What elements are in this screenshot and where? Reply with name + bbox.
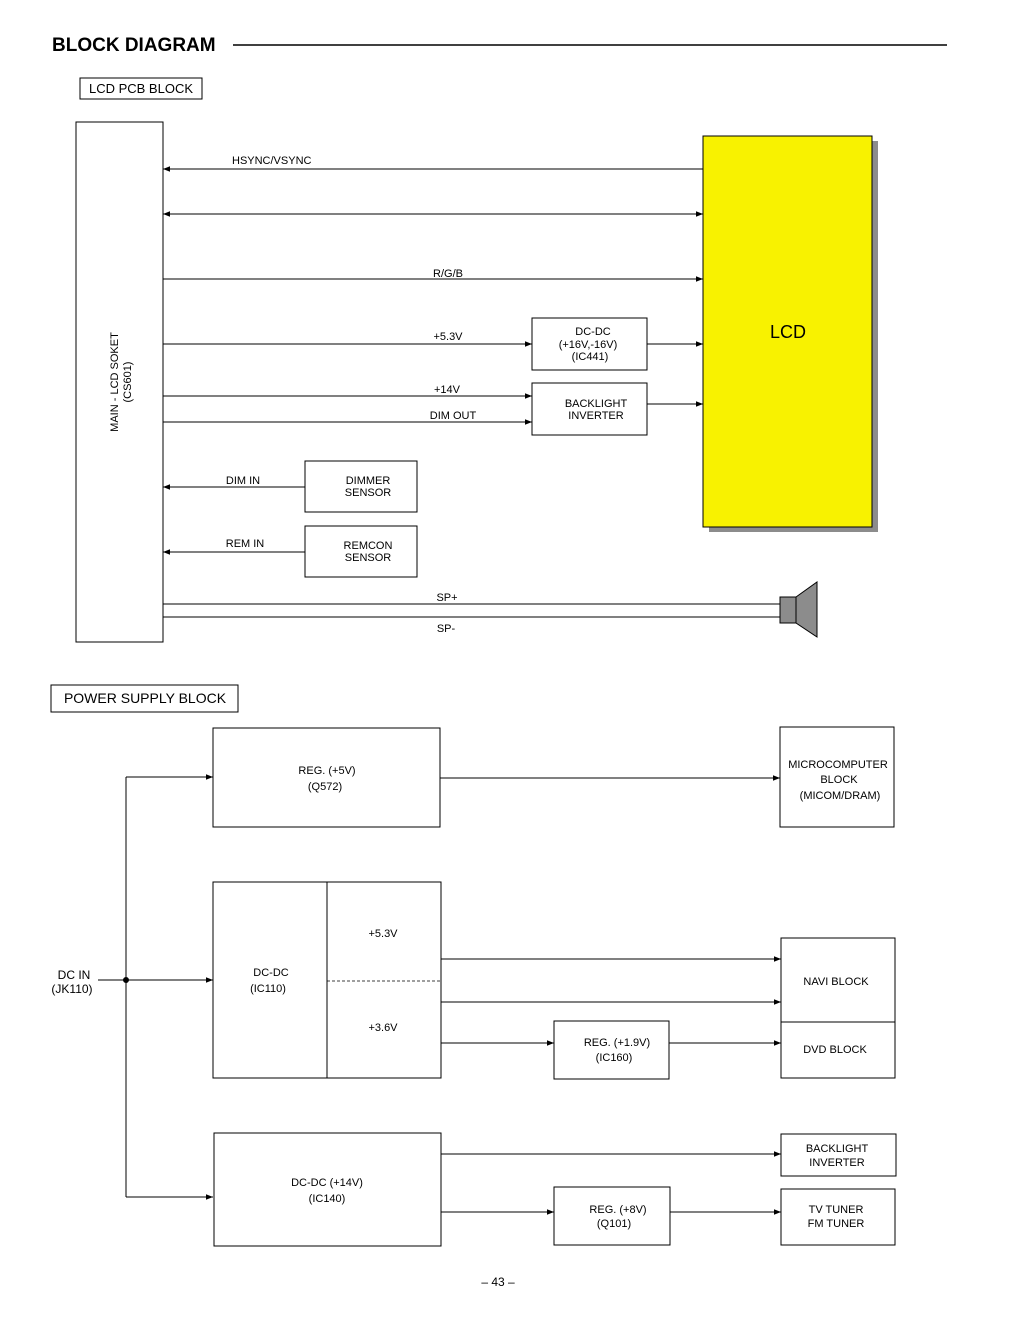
navi-block-label: NAVI BLOCK	[803, 976, 869, 988]
page-title: BLOCK DIAGRAM	[52, 35, 216, 56]
microcomputer-box	[779, 726, 895, 828]
sp-minus-label: SP-	[437, 623, 456, 635]
main-lcd-socket-box	[75, 121, 164, 643]
reg8-line1: REG. (+8V)	[589, 1204, 646, 1216]
power-supply-section-label: POWER SUPPLY BLOCK	[64, 690, 227, 706]
v53-label: +5.3V	[433, 331, 463, 343]
microcomputer-line2: BLOCK	[820, 774, 858, 786]
remcon-sensor-line1: REMCON	[344, 540, 393, 552]
dcdc14-line1: DC-DC (+14V)	[291, 1177, 363, 1189]
reg19-line1: REG. (+1.9V)	[584, 1037, 650, 1049]
ps-v53-label: +5.3V	[368, 928, 398, 940]
dim-out-label: DIM OUT	[430, 410, 477, 422]
reg19-line2: (IC160)	[596, 1052, 633, 1064]
lcd-label: LCD	[770, 322, 806, 342]
dc-in-label: DC IN	[58, 968, 91, 982]
dcdc14-box	[213, 1132, 442, 1247]
microcomputer-line3: (MICOM/DRAM)	[800, 790, 881, 802]
lcd-panel	[702, 135, 873, 528]
dcdc-ic441-line2: (+16V,-16V)	[559, 339, 618, 351]
dvd-block-label: DVD BLOCK	[803, 1044, 867, 1056]
dim-in-label: DIM IN	[226, 475, 260, 487]
microcomputer-line1: MICROCOMPUTER	[788, 759, 888, 771]
lcd-pcb-section-label-box	[79, 77, 203, 100]
backlight-inverter-line2: INVERTER	[568, 410, 623, 422]
dc-in-ref: (JK110)	[51, 982, 92, 996]
lcd-pcb-block: LCD PCB BLOCK MAIN - LCD SOKET (CS601) L…	[75, 77, 878, 643]
rgb-label: R/G/B	[433, 268, 463, 280]
reg19-box	[553, 1020, 670, 1080]
backlight-inverter-box	[531, 382, 648, 436]
navi-dvd-box	[780, 937, 896, 1079]
main-lcd-socket-ref: (CS601)	[122, 362, 134, 403]
dcdc-ic441-line3: (IC441)	[572, 351, 609, 363]
page-number: – 43 –	[481, 1275, 515, 1289]
speaker-icon	[779, 581, 818, 638]
sp-plus-label: SP+	[436, 592, 457, 604]
dcdc-ic441-line1: DC-DC	[575, 326, 610, 338]
ps-backlight-inverter-line1: BACKLIGHT	[806, 1143, 869, 1155]
lcd-pcb-section-label: LCD PCB BLOCK	[89, 81, 193, 96]
reg5v-line2: (Q572)	[308, 781, 342, 793]
v14-label: +14V	[434, 384, 461, 396]
reg8-box	[553, 1186, 671, 1246]
dcdc-ic110-line2: (IC110)	[250, 983, 286, 995]
ps-backlight-inverter-box	[780, 1133, 897, 1177]
reg8-line2: (Q101)	[597, 1218, 631, 1230]
reg5v-box	[212, 727, 441, 828]
tuner-box	[780, 1188, 896, 1246]
dcdc-ic110-line1: DC-DC	[253, 967, 288, 979]
main-lcd-socket-label: MAIN - LCD SOKET	[109, 332, 121, 432]
ps-backlight-inverter-line2: INVERTER	[809, 1157, 864, 1169]
reg5v-line1: REG. (+5V)	[298, 765, 355, 777]
ps-v36-label: +3.6V	[368, 1022, 398, 1034]
power-supply-section-label-box	[50, 684, 239, 713]
backlight-inverter-line1: BACKLIGHT	[565, 398, 628, 410]
hsync-label: HSYNC/VSYNC	[232, 155, 312, 167]
dcdc14-line2: (IC140)	[309, 1193, 346, 1205]
power-supply-block: POWER SUPPLY BLOCK DC IN (JK110) REG. (+…	[50, 684, 897, 1247]
tuner-line1: TV TUNER	[809, 1204, 864, 1216]
dimmer-sensor-line2: SENSOR	[345, 487, 392, 499]
rem-in-label: REM IN	[226, 538, 265, 550]
dimmer-sensor-box	[304, 460, 418, 513]
remcon-sensor-line2: SENSOR	[345, 552, 392, 564]
tuner-line2: FM TUNER	[808, 1218, 865, 1230]
dimmer-sensor-line1: DIMMER	[346, 475, 391, 487]
